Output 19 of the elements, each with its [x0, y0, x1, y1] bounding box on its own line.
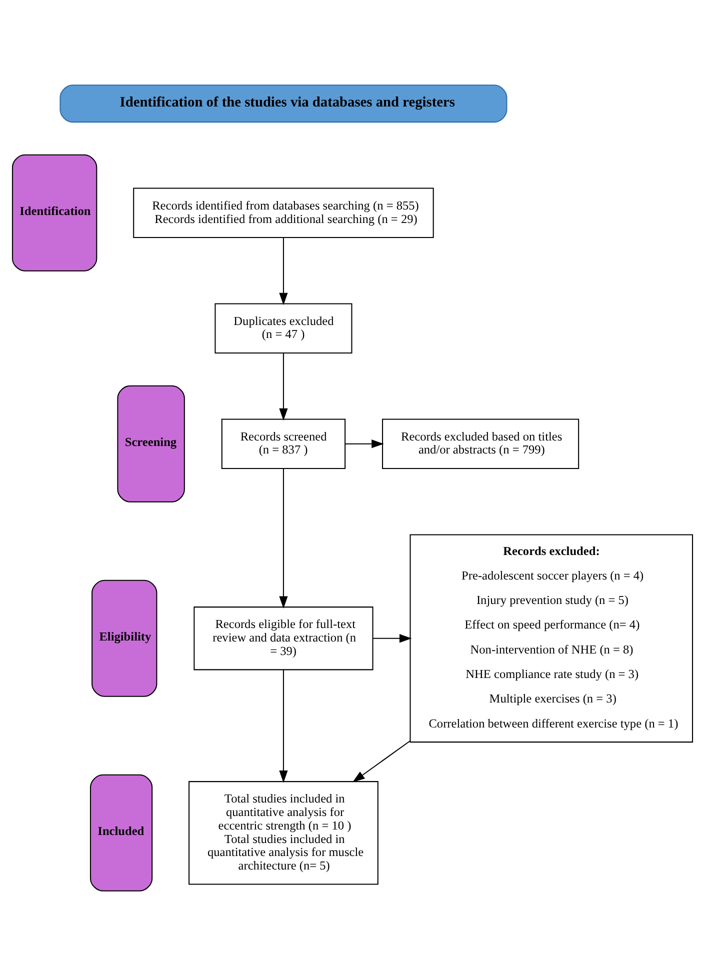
node-box: Total studies included in quantitative analysis for eccentric strength (n = 10 ) Total studies included in quantitative analysis for muscle architecture (n= 5) — [188, 781, 378, 885]
node-box: Records excluded: Pre-adolescent soccer players (n = 4) Injury prevention study (n = 5) Effect on speed performance (n= 4) Non-intervention of NHE (n = 8) NHE compliance rate study (n = 3) Multiple exercises (n = 3) Correlation between different exercise type (n = 1) — [410, 534, 694, 743]
node-box: Identification — [12, 154, 98, 272]
arrow — [279, 468, 288, 609]
node-box: Included — [90, 774, 153, 892]
node-box: Identification of the studies via databases and registers — [60, 84, 508, 123]
node-box: Records eligible for full-text review and data extraction (n = 39) — [194, 606, 374, 670]
node-box: Records screened (n = 837 ) — [221, 418, 346, 469]
arrow — [279, 353, 288, 421]
arrow — [279, 238, 288, 306]
node-box: Eligibility — [92, 580, 158, 697]
node-box: Records identified from databases searching (n = 855) Records identified from additional searching (n = 29) — [133, 188, 434, 238]
arrow — [345, 440, 384, 448]
arrow — [279, 670, 288, 783]
arrow — [372, 634, 412, 643]
node-box: Records excluded based on titles and/or abstracts (n = 799) — [382, 418, 580, 469]
arrow — [352, 740, 410, 782]
node-box: Screening — [117, 385, 185, 502]
node-box: Duplicates excluded (n = 47 ) — [214, 303, 352, 354]
